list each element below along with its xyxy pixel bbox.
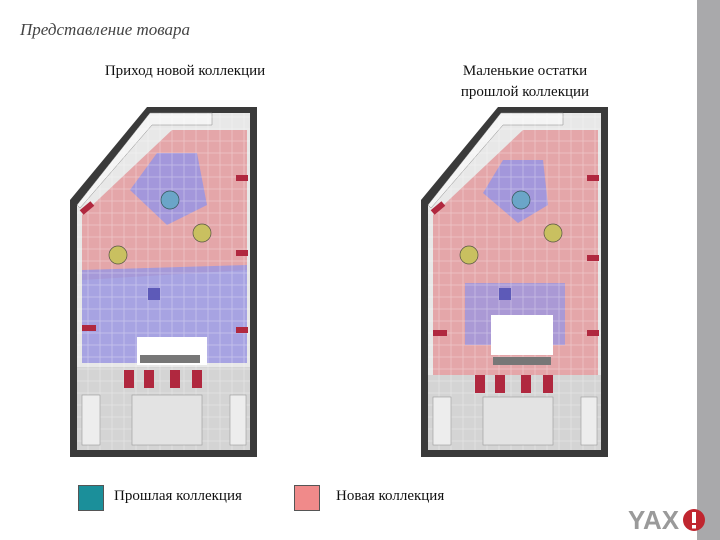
- rack-accent-2: [587, 175, 599, 181]
- cash-counter: [493, 357, 551, 365]
- rack-accent-7: [144, 370, 154, 388]
- rack-accent-8: [521, 375, 531, 393]
- legend-swatch-new: [294, 485, 320, 511]
- display-round-3: [459, 245, 479, 265]
- display-round-1: [160, 190, 180, 210]
- yax-logo: YAX: [628, 503, 708, 535]
- rack-accent-9: [192, 370, 202, 388]
- floor-plan-new-collection: [52, 105, 262, 460]
- legend-label-old: Прошлая коллекция: [114, 488, 242, 504]
- rack-accent-4: [433, 330, 447, 336]
- rack-accent-6: [475, 375, 485, 393]
- rack-accent-3: [236, 250, 248, 256]
- rack-accent-5: [236, 327, 248, 333]
- panel-1-caption: Приход новой коллекции: [75, 61, 295, 82]
- rack-accent-9: [543, 375, 553, 393]
- floor-plan-new-collection-drawing: [70, 107, 257, 457]
- legend-label-new: Новая коллекция: [336, 488, 445, 504]
- legend-swatch-old: [78, 485, 104, 511]
- panel-1-caption-line1: Приход новой коллекции: [104, 63, 266, 79]
- floor-plan-small-remains: [403, 105, 613, 460]
- yax-logo-text: YAX: [628, 505, 680, 535]
- panel-2-caption-line2: прошлой коллекции: [460, 84, 590, 100]
- display-round-2: [543, 223, 563, 243]
- fitting-room-2: [580, 396, 598, 446]
- display-cube: [148, 288, 160, 300]
- stock-room: [482, 396, 554, 446]
- side-decor-bar: [697, 0, 720, 540]
- rack-accent-1: [79, 201, 95, 215]
- display-round-2: [192, 223, 212, 243]
- stock-room: [131, 394, 203, 446]
- slide-title: Представление товара: [20, 20, 191, 39]
- fitting-room-1: [432, 396, 452, 446]
- rack-accent-5: [587, 330, 599, 336]
- rack-accent-7: [495, 375, 505, 393]
- rack-accent-4: [82, 325, 96, 331]
- panel-2-caption-line1: Маленькие остатки: [462, 63, 588, 79]
- display-round-1: [511, 190, 531, 210]
- rack-accent-1: [430, 201, 446, 215]
- display-cube: [499, 288, 511, 300]
- rack-accent-8: [170, 370, 180, 388]
- rack-accent-2: [236, 175, 248, 181]
- rack-accent-3: [587, 255, 599, 261]
- display-round-3: [108, 245, 128, 265]
- fitting-room-1: [81, 394, 101, 446]
- fitting-room-2: [229, 394, 247, 446]
- cash-counter: [140, 355, 200, 363]
- floor-plan-small-remains-drawing: [421, 107, 608, 457]
- panel-2-caption: Маленькие остатки прошлой коллекции: [415, 61, 635, 103]
- rack-accent-6: [124, 370, 134, 388]
